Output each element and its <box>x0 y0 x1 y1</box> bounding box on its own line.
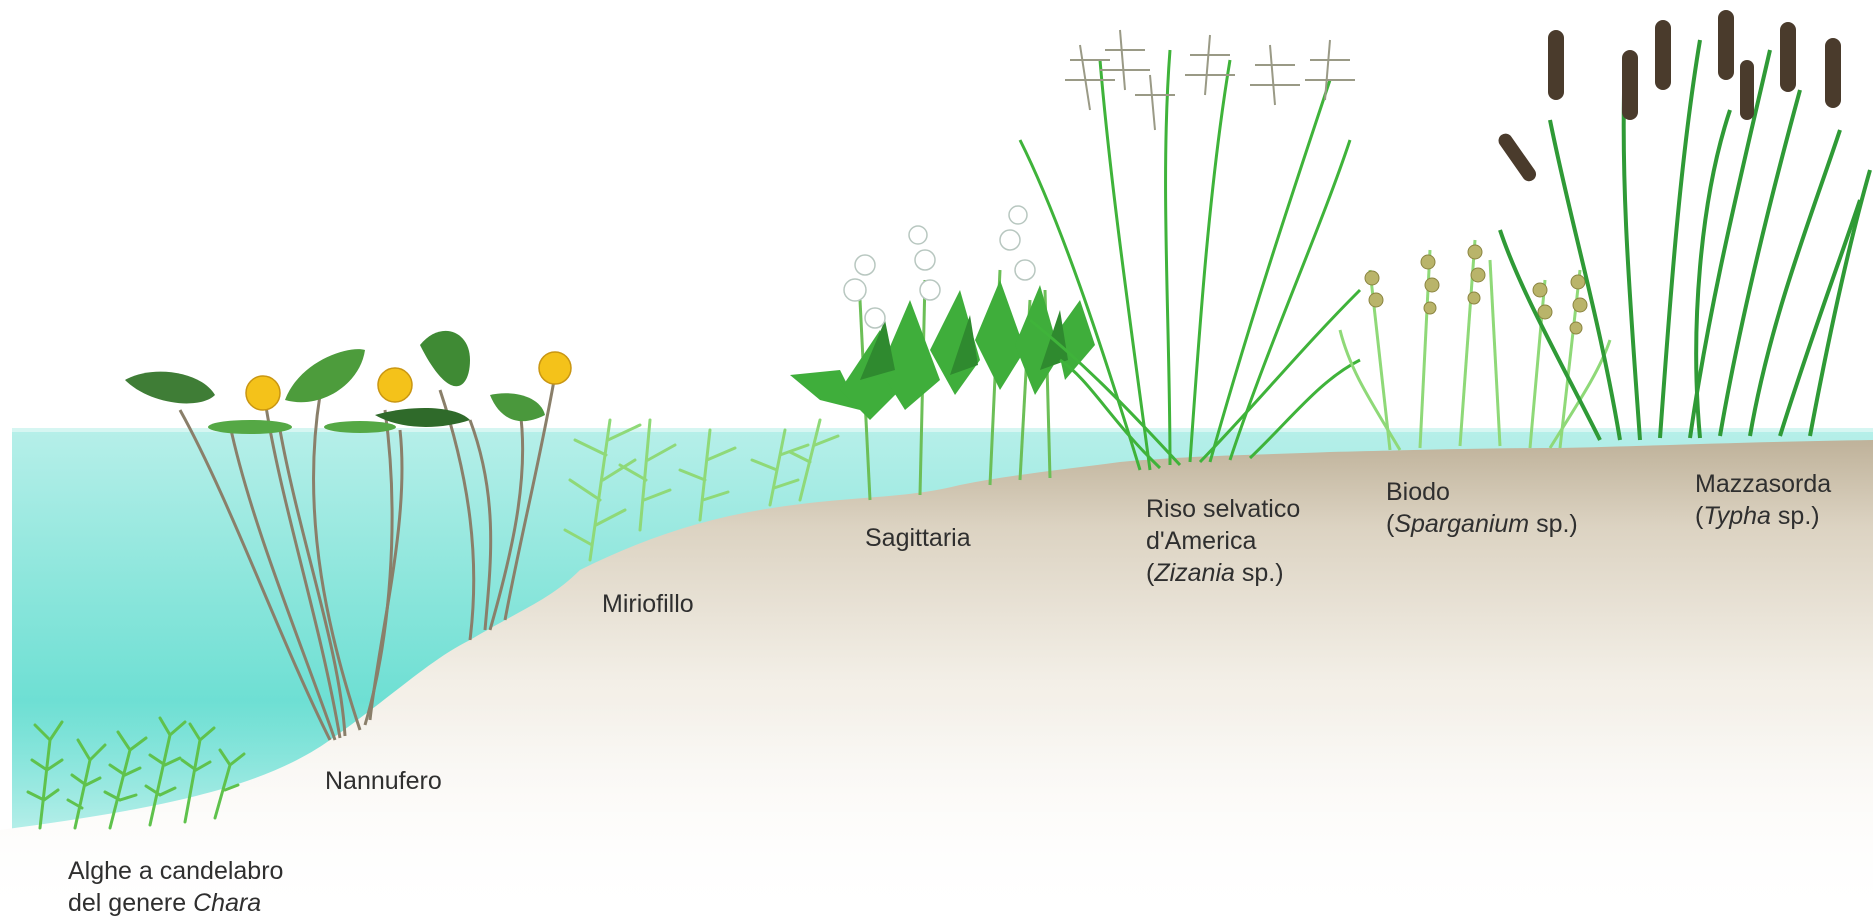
label-chara-line1: Alghe a candelabro <box>68 855 283 887</box>
label-nannufero: Nannufero <box>325 765 442 797</box>
label-biodo-line2: (Sparganium sp.) <box>1386 508 1578 540</box>
label-mazzasorda-line2: (Typha sp.) <box>1695 500 1831 532</box>
label-zizania-line2: d'America <box>1146 525 1300 557</box>
zizania-plants <box>1020 50 1360 470</box>
typha-plants <box>1496 10 1870 440</box>
label-sagittaria: Sagittaria <box>865 522 971 554</box>
label-chara-line2: del genere Chara <box>68 887 283 919</box>
nannufero-leaves <box>125 331 545 434</box>
label-zizania-line1: Riso selvatico <box>1146 493 1300 525</box>
label-miriofillo: Miriofillo <box>602 588 694 620</box>
label-zizania: Riso selvatico d'America (Zizania sp.) <box>1146 493 1300 589</box>
label-zizania-line3: (Zizania sp.) <box>1146 557 1300 589</box>
zizania-panicles <box>1065 30 1355 130</box>
label-biodo: Biodo (Sparganium sp.) <box>1386 476 1578 540</box>
label-mazzasorda-line1: Mazzasorda <box>1695 468 1831 500</box>
sparganium-plants <box>1340 240 1610 450</box>
label-mazzasorda: Mazzasorda (Typha sp.) <box>1695 468 1831 532</box>
label-chara: Alghe a candelabro del genere Chara <box>68 855 283 919</box>
label-biodo-line1: Biodo <box>1386 476 1578 508</box>
